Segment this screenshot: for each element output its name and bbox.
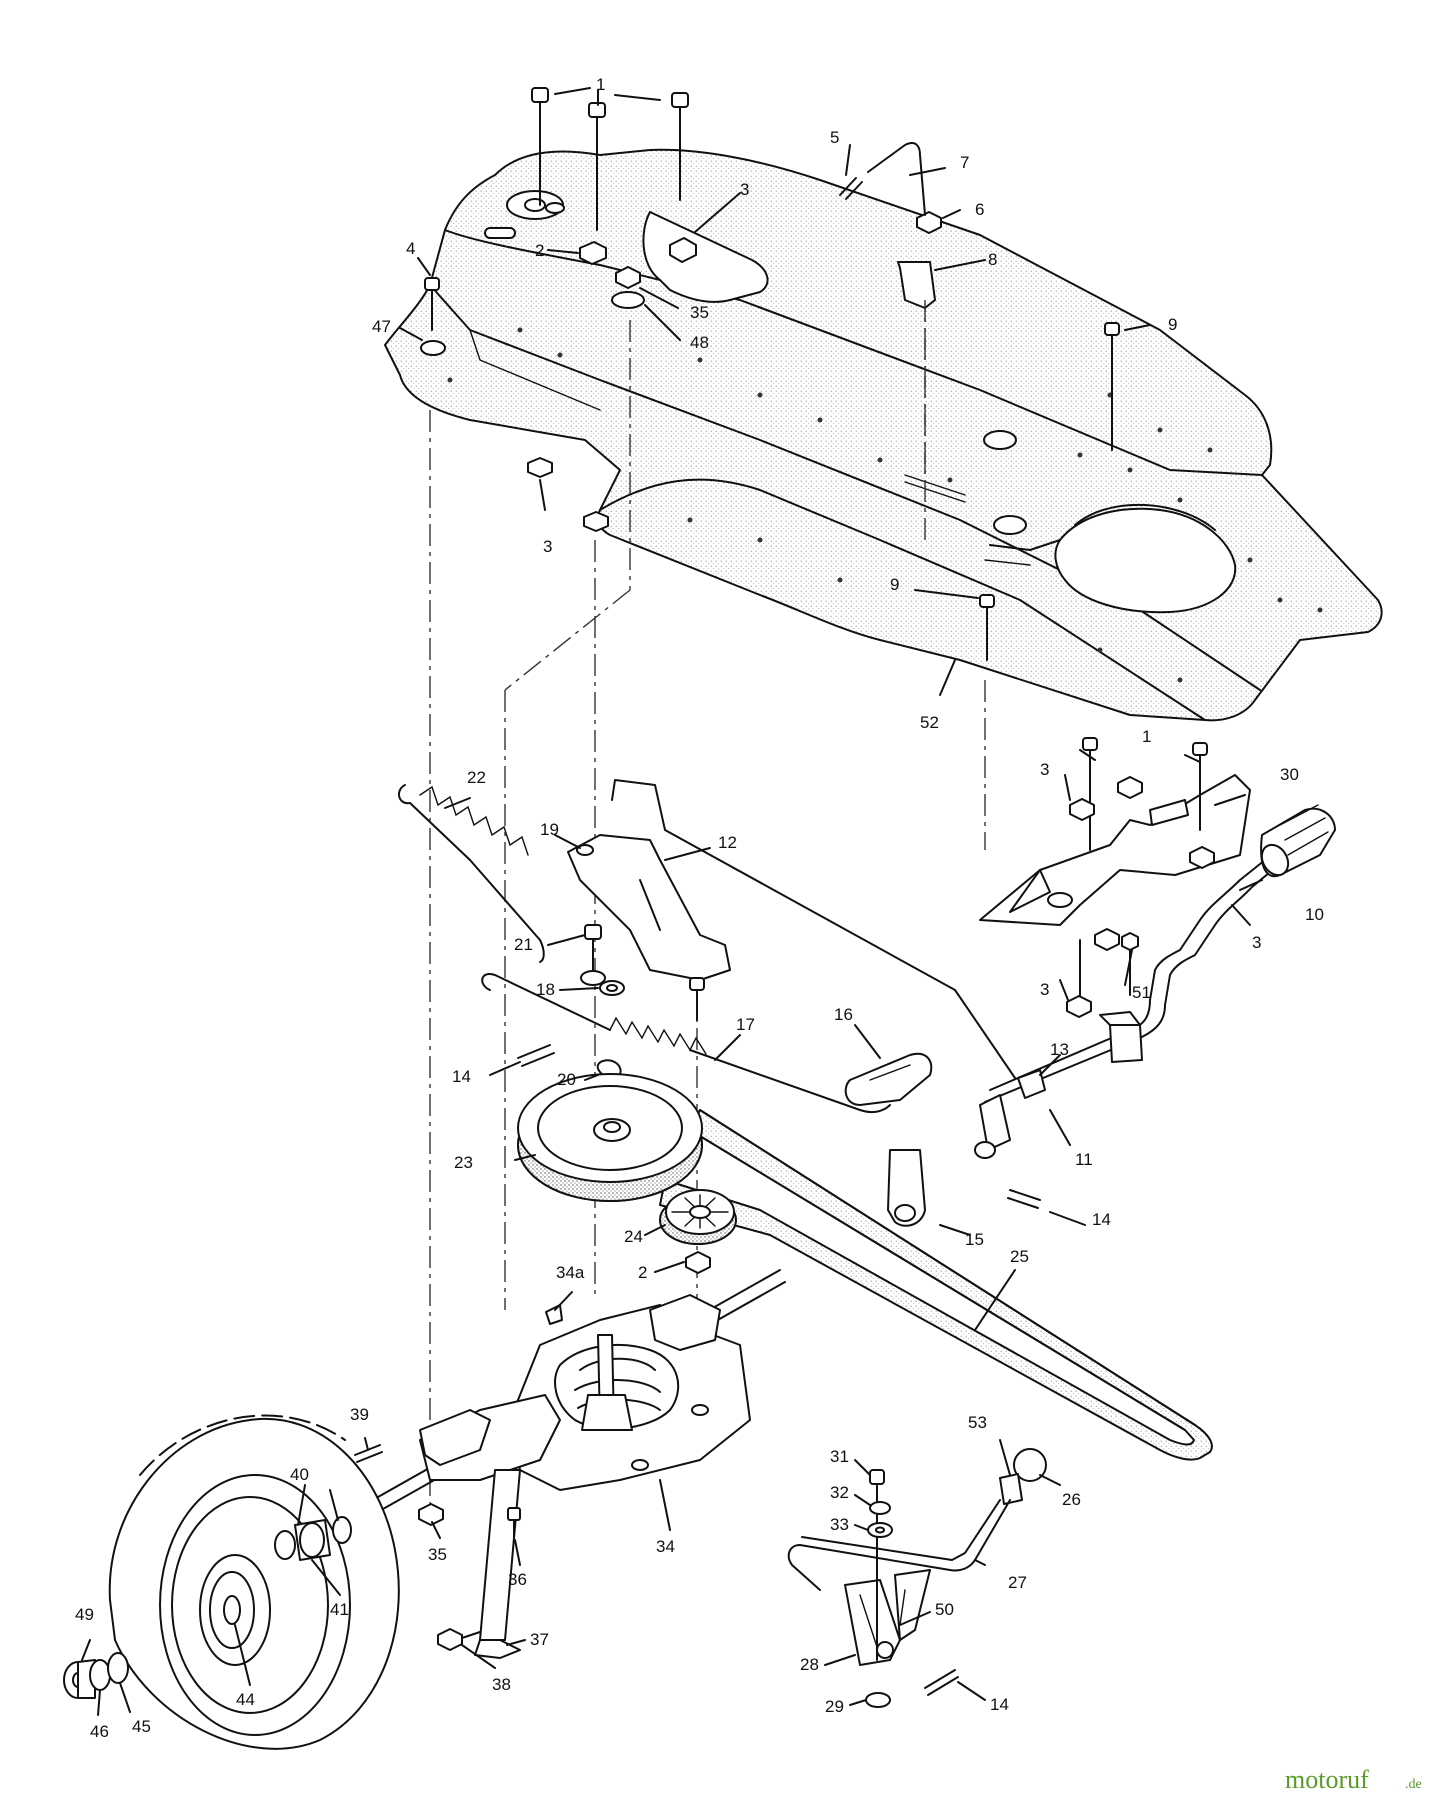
part-label: 50: [935, 1600, 954, 1619]
part-label: 1: [1142, 727, 1151, 746]
watermark-tld: .de: [1405, 1777, 1422, 1792]
part-label: 6: [975, 200, 984, 219]
part-label: 28: [800, 1655, 819, 1674]
part-label: 24: [624, 1227, 643, 1246]
part-label: 51: [1132, 983, 1151, 1002]
part-label: 38: [492, 1675, 511, 1694]
part-label: 2: [638, 1263, 647, 1282]
part-label: 19: [540, 820, 559, 839]
part-label: 9: [890, 575, 899, 594]
frame-bolts: [420, 87, 1120, 661]
part-label: 48: [690, 333, 709, 352]
part-label: 49: [75, 1605, 94, 1624]
part-label: 33: [830, 1515, 849, 1534]
part-label: 20: [557, 1070, 576, 1089]
part-label: 52: [920, 713, 939, 732]
part-label: 32: [830, 1483, 849, 1502]
part-label: 3: [740, 180, 749, 199]
part-label: 3: [1040, 980, 1049, 999]
part-label: 31: [830, 1447, 849, 1466]
part-label: 39: [350, 1405, 369, 1424]
part-label: 25: [1010, 1247, 1029, 1266]
part-label: 12: [718, 833, 737, 852]
part-label: 15: [965, 1230, 984, 1249]
part-label: 1: [596, 75, 605, 94]
part-label: 8: [988, 250, 997, 269]
part-label: 22: [467, 768, 486, 787]
part-label: 14: [1092, 1210, 1111, 1229]
part-label: 40: [290, 1465, 309, 1484]
part-label: 27: [1008, 1573, 1027, 1592]
part-label: 30: [1280, 765, 1299, 784]
part-label: 3: [1040, 760, 1049, 779]
pulley-belt: [517, 1073, 1213, 1461]
part-label: 9: [1168, 315, 1177, 334]
frame-panel: [384, 148, 1383, 722]
part-label: 11: [1075, 1150, 1093, 1169]
part-label: 34: [656, 1537, 675, 1556]
part-label: 36: [508, 1570, 527, 1589]
part-label: 26: [1062, 1490, 1081, 1509]
part-label: 35: [690, 303, 709, 322]
springs: [398, 784, 1041, 1209]
part-label: 47: [372, 317, 391, 336]
watermark-logo: motoruf .de: [1285, 1765, 1422, 1794]
part-label: 23: [454, 1153, 473, 1172]
part-label: 29: [825, 1697, 844, 1716]
transaxle: [350, 1269, 786, 1659]
part-label: 46: [90, 1722, 109, 1741]
part-label: 10: [1305, 905, 1324, 924]
shift-lever: [887, 804, 1336, 1227]
part-label: 5: [830, 128, 839, 147]
part-label: 2: [535, 241, 544, 260]
leader-lines: [81, 87, 1263, 1716]
part-label: 34a: [556, 1263, 585, 1282]
part-label: 13: [1050, 1040, 1069, 1059]
part-label: 14: [452, 1067, 471, 1086]
control-rod: [567, 779, 1046, 1099]
wheel: [63, 1414, 400, 1750]
part-labels: 1 2 3 4 47 5 7 6 8 9 35 48 3 9 52 22 19 …: [75, 75, 1324, 1741]
part-label: 16: [834, 1005, 853, 1024]
part-label: 21: [514, 935, 533, 954]
part-label: 18: [536, 980, 555, 999]
watermark-brand: motoruf: [1285, 1765, 1369, 1794]
part-label: 37: [530, 1630, 549, 1649]
part-label: 3: [543, 537, 552, 556]
part-label: 7: [960, 153, 969, 172]
part-label: 14: [990, 1695, 1009, 1714]
part-label: 45: [132, 1717, 151, 1736]
part-label: 41: [330, 1600, 349, 1619]
part-label: 3: [1252, 933, 1261, 952]
part-label: 4: [406, 239, 415, 258]
part-label: 17: [736, 1015, 755, 1034]
part-label: 44: [236, 1690, 255, 1709]
part-label: 53: [968, 1413, 987, 1432]
part-label: 35: [428, 1545, 447, 1564]
bracket-plate: [979, 737, 1251, 1018]
